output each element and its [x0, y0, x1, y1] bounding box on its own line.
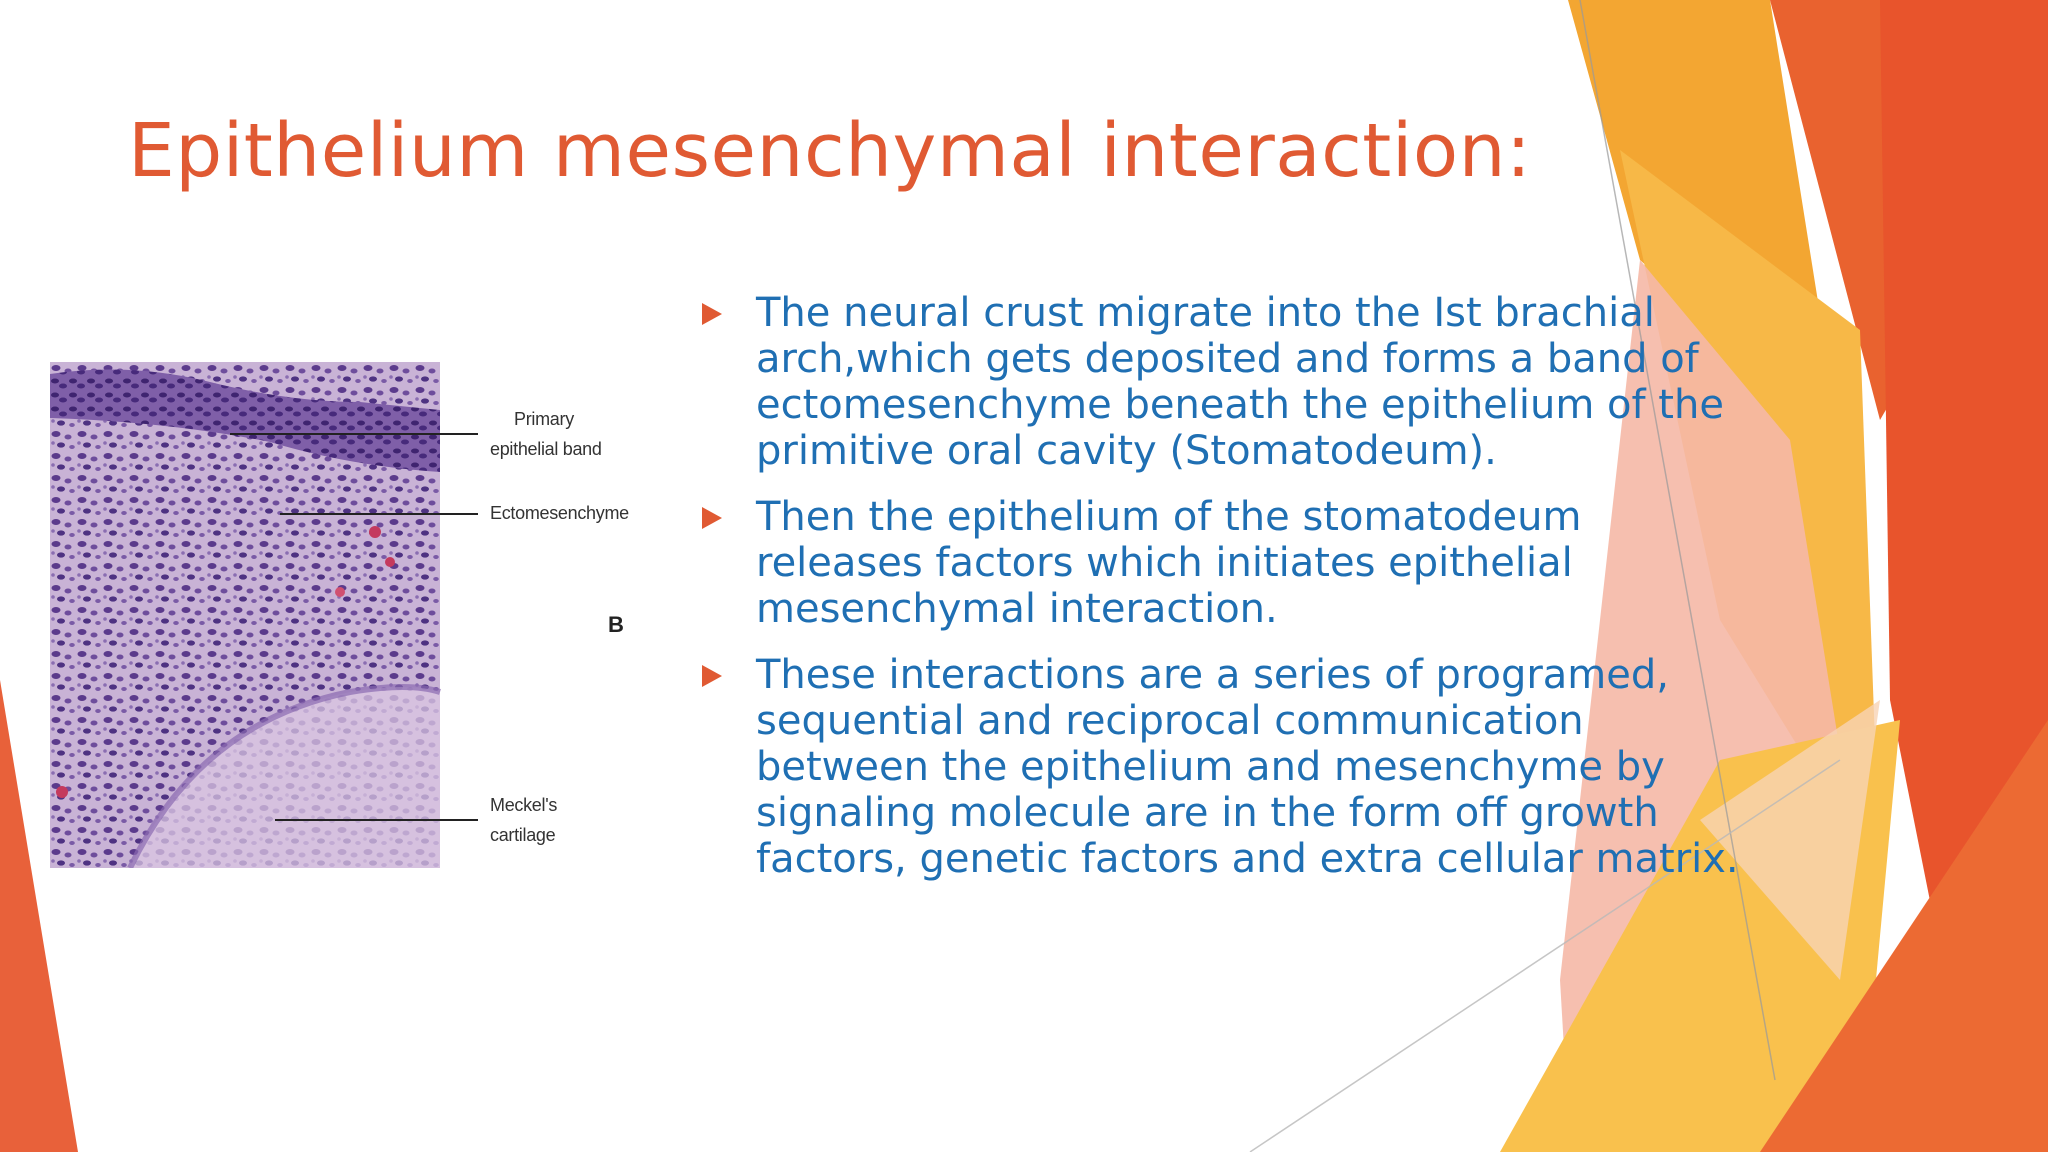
bullet-list: The neural crust migrate into the Ist br… — [700, 290, 1740, 902]
red-cell-4 — [56, 786, 68, 798]
cartilage-area — [130, 687, 440, 868]
label-cartilage: cartilage — [490, 825, 556, 845]
red-cell-2 — [385, 557, 395, 567]
label-ectomesenchyme: Ectomesenchyme — [490, 503, 629, 523]
label-epithelial-band: epithelial band — [490, 439, 602, 459]
epithelial-band-area — [50, 369, 440, 472]
red-cell-3 — [335, 587, 345, 597]
guide-line-2 — [1249, 759, 1841, 1152]
guide-line-1 — [1579, 0, 1776, 1081]
cartilage-rim — [127, 684, 441, 870]
slide-title: Epithelium mesenchymal interaction: — [128, 108, 1532, 194]
right-triangle-bullet-icon — [702, 303, 722, 325]
bullet-item: The neural crust migrate into the Ist br… — [700, 290, 1740, 474]
facet-pale-peach — [1700, 700, 1880, 980]
histology-image — [50, 362, 478, 870]
right-triangle-bullet-icon — [702, 507, 722, 529]
bullet-text: Then the epithelium of the stomatodeum r… — [756, 494, 1582, 632]
right-triangle-bullet-icon — [702, 665, 722, 687]
bullet-item: These interactions are a series of progr… — [700, 652, 1740, 882]
left-edge-shape — [0, 680, 78, 1152]
label-meckels: Meckel's — [490, 795, 558, 815]
label-primary: Primary — [514, 409, 574, 429]
histology-figure: Primary epithelial band Ectomesenchyme B… — [50, 362, 650, 870]
bullet-item: Then the epithelium of the stomatodeum r… — [700, 494, 1740, 632]
red-cell-1 — [369, 526, 381, 538]
bullet-text: The neural crust migrate into the Ist br… — [756, 290, 1724, 474]
panel-letter: B — [608, 612, 624, 637]
bullet-text: These interactions are a series of progr… — [756, 652, 1739, 882]
facet-orange-bottom — [1760, 720, 2048, 1152]
